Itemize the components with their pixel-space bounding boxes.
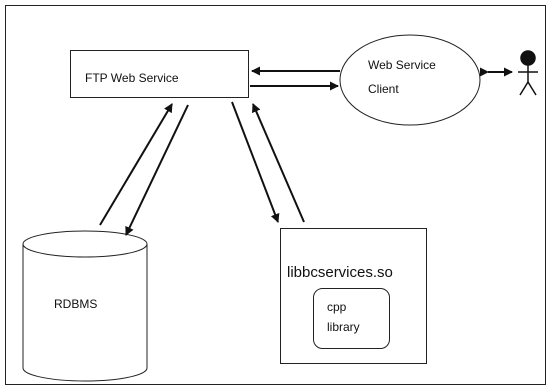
web-service-client-label-line2: Client bbox=[368, 82, 399, 96]
cpp-library-box bbox=[313, 288, 390, 349]
stick-figure-icon bbox=[518, 50, 538, 96]
arrow-ftp-to-lib bbox=[231, 101, 280, 223]
web-service-client-ellipse bbox=[339, 34, 481, 126]
cpp-library-label-line1: cpp bbox=[327, 300, 347, 314]
web-service-client-label-line1: Web Service bbox=[368, 58, 436, 72]
arrow-lib-to-ftp bbox=[252, 103, 305, 223]
ftp-web-service-label: FTP Web Service bbox=[85, 71, 179, 85]
cpp-library-label-line2: library bbox=[327, 320, 360, 334]
arrow-rdbms-to-ftp bbox=[99, 103, 173, 226]
arrow-ftp-to-rdbms bbox=[125, 104, 189, 236]
rdbms-cylinder bbox=[22, 230, 148, 382]
ftp-web-service-box bbox=[70, 50, 249, 98]
rdbms-label: RDBMS bbox=[54, 297, 98, 311]
libbcservices-label: libbcservices.so bbox=[287, 264, 393, 281]
